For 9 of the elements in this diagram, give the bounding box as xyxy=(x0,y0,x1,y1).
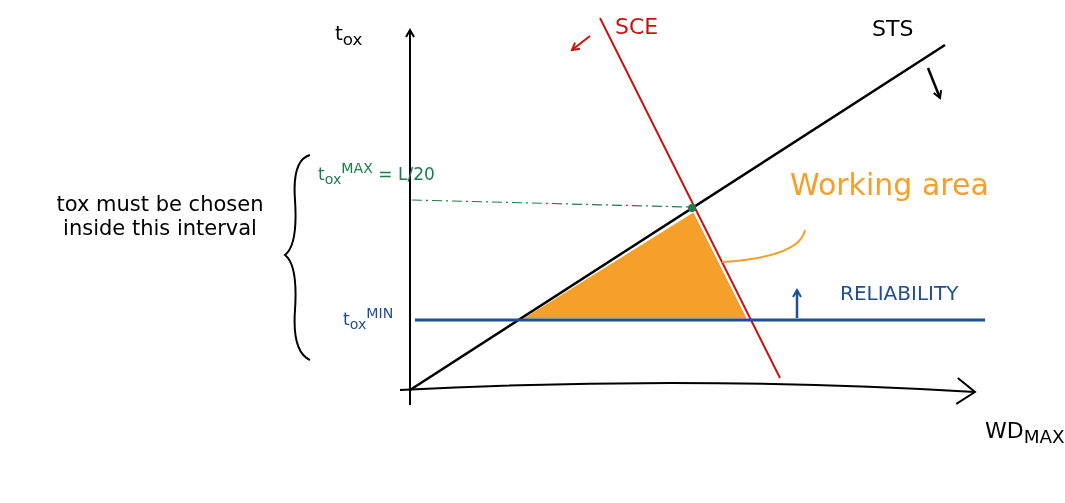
axis-label: WD$_{MAX}$ xyxy=(985,418,1065,448)
leader-line xyxy=(721,229,806,263)
annotation-text: tox must be chosen inside this interval xyxy=(55,192,265,241)
line-label: STS xyxy=(872,16,914,42)
line-label: RELIABILITY xyxy=(840,282,959,305)
line-label: SCE xyxy=(615,14,659,40)
axis-label: t$_{ox}$ xyxy=(335,22,363,50)
region-label: Working area xyxy=(790,168,989,203)
shaded-region xyxy=(523,212,747,319)
